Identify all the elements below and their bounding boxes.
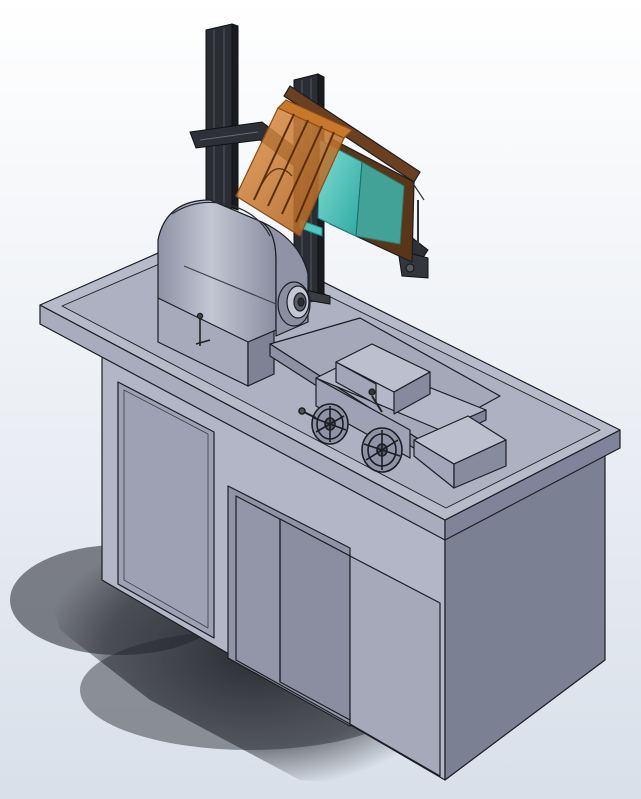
vertical-column-rear (205, 23, 239, 215)
tailstock-block (413, 415, 507, 489)
spindle-chuck (277, 281, 311, 327)
center-cabinet-panels (235, 495, 441, 777)
amber-shield-plate (235, 99, 353, 237)
left-cabinet-door (117, 381, 215, 639)
handwheel-left (298, 403, 349, 445)
handwheel-right (361, 427, 403, 473)
